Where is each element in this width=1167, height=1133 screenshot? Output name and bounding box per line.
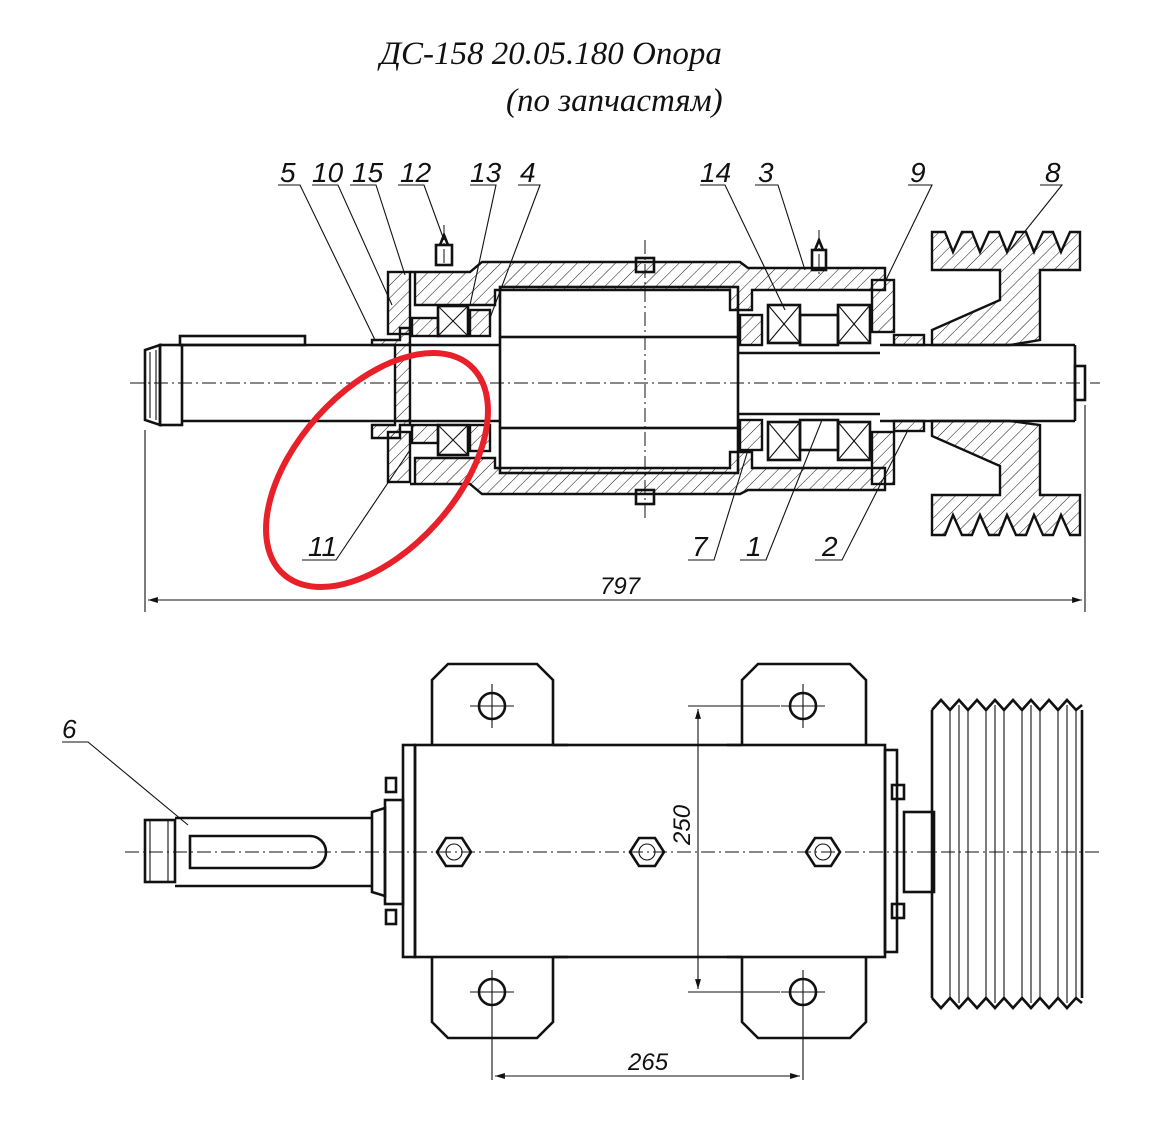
leader-6 <box>62 741 189 826</box>
plan-left-flange <box>401 743 417 959</box>
callout-12: 12 <box>400 157 432 188</box>
plan-shaft-end <box>143 818 177 884</box>
plan-pulley <box>930 698 1084 1010</box>
leader-lines-top <box>278 184 1064 341</box>
nut-right <box>804 836 842 868</box>
drawing-subtitle: (по запчастям) <box>506 83 723 119</box>
callout-1: 1 <box>746 531 762 562</box>
nut-center <box>628 836 666 868</box>
callout-6: 6 <box>62 714 77 744</box>
callout-8: 8 <box>1045 157 1061 188</box>
foot-top-left <box>430 662 555 745</box>
inner-sleeve-bottom <box>498 426 740 475</box>
callout-10: 10 <box>312 157 344 188</box>
plan-housing <box>413 743 887 959</box>
nut-left <box>435 836 473 868</box>
callout-9: 9 <box>910 157 926 188</box>
left-flange-bottom <box>386 430 412 484</box>
right-cover-bottom <box>870 430 896 486</box>
callout-13: 13 <box>470 157 502 188</box>
plan-shaft <box>175 816 372 888</box>
callout-14: 14 <box>700 157 731 188</box>
dimension-250: 250 <box>669 804 696 846</box>
leader-lines-bottom <box>302 419 909 561</box>
inner-sleeve-top <box>498 285 740 339</box>
callout-11: 11 <box>308 531 337 562</box>
pulley-top <box>930 230 1082 347</box>
callout-15: 15 <box>352 157 384 188</box>
key-section <box>178 334 307 347</box>
right-cover-top <box>870 278 896 334</box>
plan-view: 6 <box>62 662 1100 1080</box>
pulley-bottom <box>930 419 1082 537</box>
callout-7: 7 <box>692 531 709 562</box>
dimension-265: 265 <box>627 1049 669 1076</box>
left-flange-top <box>386 270 412 336</box>
mounting-holes <box>470 684 825 1080</box>
callout-4: 4 <box>520 157 536 188</box>
key-slot <box>188 834 328 870</box>
callout-3: 3 <box>758 157 774 188</box>
drawing-title: ДС-158 20.05.180 Опора <box>380 36 722 72</box>
foot-bottom-right <box>740 957 868 1040</box>
shaft-end-cap <box>143 343 162 427</box>
callout-5: 5 <box>280 157 296 188</box>
callout-2: 2 <box>821 531 838 562</box>
section-view: 5 10 15 12 13 4 14 3 9 8 11 7 1 2 797 <box>130 157 1100 612</box>
dimension-797: 797 <box>600 573 642 600</box>
plan-right-flange <box>883 748 899 954</box>
foot-top-right <box>740 662 868 745</box>
highlight-circle <box>263 349 491 591</box>
